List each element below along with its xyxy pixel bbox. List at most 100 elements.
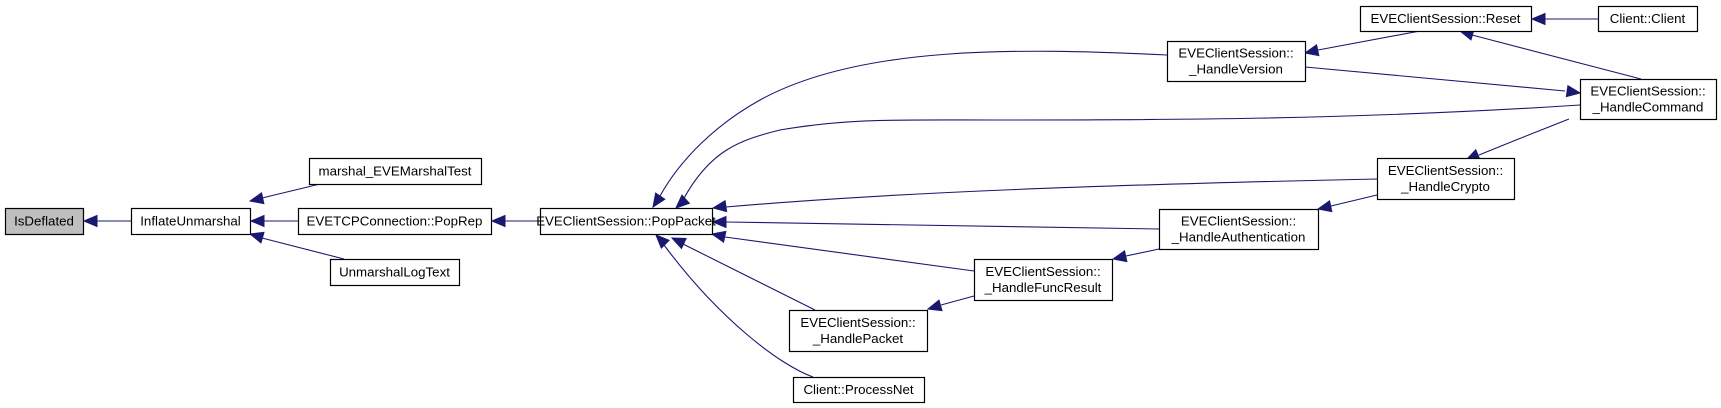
node-label: EVEClientSession:: <box>1181 214 1296 229</box>
node-label: UnmarshalLogText <box>339 265 450 280</box>
edge-handlecommand-to-reset <box>1458 28 1642 80</box>
node-inflateunmarshal[interactable]: InflateUnmarshal <box>130 207 252 236</box>
node-box <box>4 207 85 236</box>
node-label: Client::ProcessNet <box>803 382 913 397</box>
edge-handlecrypto-to-poppacket <box>711 178 1378 213</box>
arrowhead-icon <box>1303 44 1320 57</box>
node-handlecrypto[interactable]: EVEClientSession::_HandleCrypto <box>1376 157 1516 201</box>
edge-handleversion-to-poppacket <box>652 50 1168 209</box>
node-label: _HandlePacket <box>812 331 903 346</box>
edge-handlecommand-to-handleversion <box>1304 66 1582 98</box>
edge-clientclient-to-reset <box>1530 12 1598 26</box>
edge-line <box>663 244 814 378</box>
edge-unmarshallogtext-to-inflateunmarshal <box>248 231 345 260</box>
node-box <box>130 207 252 236</box>
arrowhead-icon <box>1316 200 1333 213</box>
edge-handlepacket-to-poppacket <box>670 237 816 311</box>
node-label: EVETCPConnection::PopRep <box>307 214 483 229</box>
node-poppacket[interactable]: EVEClientSession::PopPacket <box>536 207 716 236</box>
node-unmarshallogtext[interactable]: UnmarshalLogText <box>329 258 461 287</box>
edge-handlecrypto-to-handlecommand <box>1464 118 1570 161</box>
edge-line <box>682 243 816 311</box>
node-label: InflateUnmarshal <box>140 214 241 229</box>
node-label: EVEClientSession:: <box>800 315 915 330</box>
edge-line <box>1304 66 1566 92</box>
edges-layer <box>82 12 1642 378</box>
arrowhead-icon <box>1111 250 1128 263</box>
node-label: _HandleCommand <box>1592 100 1704 115</box>
node-handleversion[interactable]: EVEClientSession::_HandleVersion <box>1166 40 1307 83</box>
node-box <box>788 309 929 353</box>
node-box <box>1166 40 1307 83</box>
edge-handlepacket-to-handlefuncresult <box>926 295 975 312</box>
arrowhead-icon <box>1565 84 1582 98</box>
node-handlefuncresult[interactable]: EVEClientSession::_HandleFuncResult <box>973 258 1114 302</box>
node-label: Client::Client <box>1610 11 1686 26</box>
node-label: EVEClientSession:: <box>1178 46 1293 61</box>
node-label: _HandleAuthentication <box>1171 230 1306 245</box>
node-reset[interactable]: EVEClientSession::Reset <box>1359 5 1533 33</box>
node-label: EVEClientSession::Reset <box>1370 11 1520 26</box>
arrowhead-icon <box>711 215 727 229</box>
node-label: _HandleFuncResult <box>984 280 1102 295</box>
edge-processnet-to-poppacket <box>655 234 814 378</box>
edge-reset-to-handleversion <box>1303 30 1421 57</box>
edge-handleauthentication-to-poppacket <box>711 215 1160 230</box>
node-label: EVEClientSession:: <box>1590 84 1705 99</box>
edge-line <box>725 221 1160 230</box>
node-label: marshal_EVEMarshalTest <box>319 164 472 179</box>
arrowhead-icon <box>652 192 666 209</box>
edge-line <box>261 237 345 260</box>
edge-marshaltest-to-inflateunmarshal <box>248 183 321 205</box>
edge-line <box>1317 30 1421 51</box>
edge-line <box>940 295 975 306</box>
node-box <box>1376 157 1516 201</box>
node-label: EVEClientSession:: <box>1388 163 1503 178</box>
node-box <box>792 376 926 404</box>
edge-line <box>659 50 1168 197</box>
node-box <box>539 207 714 236</box>
arrowhead-icon <box>249 214 265 228</box>
node-label: _HandleVersion <box>1188 62 1283 77</box>
node-label: IsDeflated <box>14 214 74 229</box>
arrowhead-icon <box>670 237 687 250</box>
arrowhead-icon <box>248 231 265 244</box>
edge-poprep-to-inflateunmarshal <box>249 214 298 228</box>
node-label: _HandleCrypto <box>1400 179 1490 194</box>
edge-line <box>724 236 975 272</box>
arrowhead-icon <box>490 214 506 228</box>
arrowhead-icon <box>711 199 728 213</box>
edge-handlefuncresult-to-poppacket <box>710 230 975 272</box>
node-box <box>1579 78 1718 121</box>
node-label: EVEClientSession::PopPacket <box>536 214 716 229</box>
edge-handlefuncresult-to-handleauthentication <box>1111 248 1160 263</box>
node-box <box>329 258 461 287</box>
arrowhead-icon <box>675 194 691 209</box>
arrowhead-icon <box>1530 12 1546 26</box>
arrowhead-icon <box>82 214 98 228</box>
node-box <box>297 207 493 236</box>
edge-line <box>725 178 1378 208</box>
node-marshaltest[interactable]: marshal_EVEMarshalTest <box>308 157 483 186</box>
edge-handleauthentication-to-handlecrypto <box>1316 194 1378 213</box>
node-handlepacket[interactable]: EVEClientSession::_HandlePacket <box>788 309 929 353</box>
node-handlecommand[interactable]: EVEClientSession::_HandleCommand <box>1579 78 1718 121</box>
node-box <box>1597 5 1699 33</box>
edge-line <box>1478 118 1570 156</box>
arrowhead-icon <box>926 299 943 312</box>
node-isdeflated: IsDeflated <box>4 207 85 236</box>
node-processnet[interactable]: Client::ProcessNet <box>792 376 926 404</box>
edge-line <box>682 104 1581 201</box>
node-clientclient[interactable]: Client::Client <box>1597 5 1699 33</box>
edge-line <box>1125 248 1160 257</box>
node-poprep[interactable]: EVETCPConnection::PopRep <box>297 207 493 236</box>
edge-poppacket-to-poprep <box>490 214 540 228</box>
nodes-layer: IsDeflated InflateUnmarshal marshal_EVEMar… <box>4 5 1718 404</box>
node-box <box>1158 208 1320 251</box>
edge-line <box>1471 34 1642 80</box>
edge-line <box>1330 194 1378 207</box>
node-handleauthentication[interactable]: EVEClientSession::_HandleAuthentication <box>1158 208 1320 251</box>
edge-line <box>261 183 321 199</box>
arrowhead-icon <box>710 230 727 243</box>
